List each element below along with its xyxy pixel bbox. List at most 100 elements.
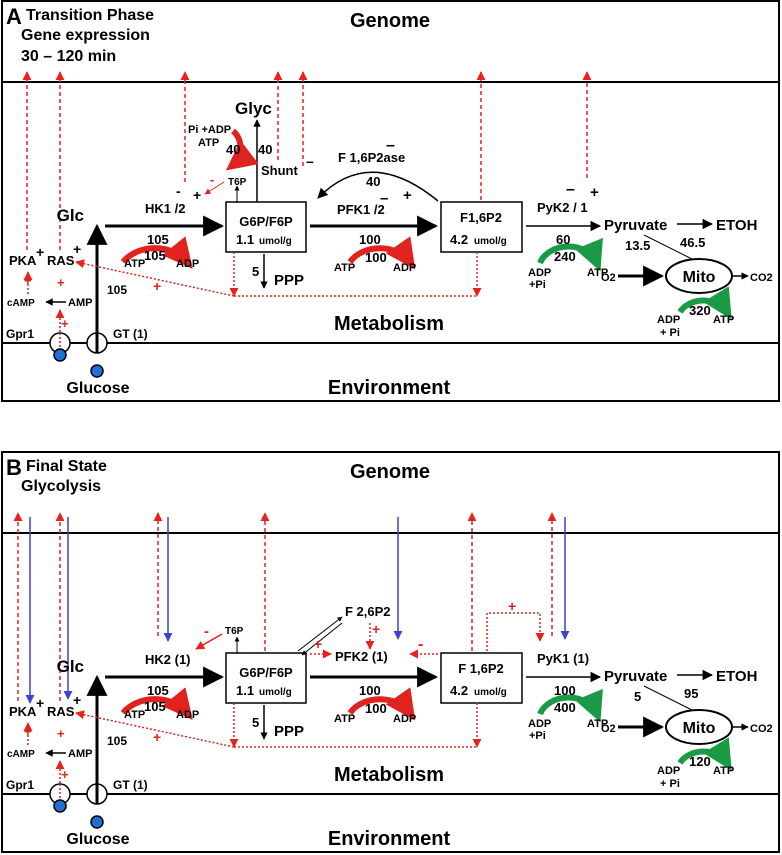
hk-flux-value: 105 [147,683,169,698]
ras-label: RAS [47,253,75,268]
hk-plus: + [193,187,201,203]
pfk-atp-value: 100 [365,250,387,265]
co2-label: CO2 [750,272,773,284]
environment-label: Environment [328,828,451,850]
panel-letter-b: B [6,455,22,480]
mito-adp-label: ADP [657,765,680,777]
hk-adp-label: ADP [176,709,199,721]
camp-label: cAMP [7,298,35,309]
pfk-label: PFK2 (1) [335,649,388,664]
f16-unit: umol/g [474,236,507,247]
glyc-atp-cycle [225,128,259,171]
panel-letter-a: A [6,4,22,29]
hk-label: HK1 /2 [145,201,185,216]
pka-label: PKA [9,253,37,268]
pyruvate-label: Pyruvate [604,668,667,685]
f16-pfk-red-minus: - [418,636,423,653]
g6p-unit: umol/g [259,236,292,247]
glucose-label: Glucose [66,831,129,848]
mito-flux-value: 5 [634,689,641,704]
fbpase-arrow [317,171,439,202]
genome-regulation-arrows [22,71,592,250]
g6p-conc-value: 1.1 [236,232,254,247]
glc-flux-value: 105 [107,734,127,748]
ras-red-plus: + [57,275,65,290]
pfk-adp-label: ADP [393,713,416,725]
pka-red-plus: + [24,273,32,288]
t6p-label: T6P [228,177,247,188]
camp-label: cAMP [7,749,35,760]
pyk-atp-label: ATP [587,718,608,730]
shunt-label: Shunt [261,163,298,178]
panel-b-heading-2: Glycolysis [21,478,101,495]
g6p-pfk-red-plus: + [314,636,322,652]
pyk-pi-label: +Pi [529,730,546,742]
genome-regulation-arrows [13,512,557,701]
f16-conc-value: 4.2 [450,683,468,698]
gt-label: GT (1) [113,778,148,792]
pyk-plus: + [590,184,599,201]
hk-atp-value: 105 [144,699,166,714]
gpr1-red-plus: + [61,767,69,782]
amp-label: AMP [68,748,92,760]
ppp-flux-value: 5 [252,715,259,730]
hk-flux-value: 105 [147,232,169,247]
etoh-flux-value: 95 [684,686,698,701]
t6p-inhibition [195,633,223,650]
t6p-minus: - [204,623,209,640]
pfk-minus: – [380,190,388,207]
panel-b: B Final State Glycolysis Genome Metaboli… [2,452,779,852]
pfk-atp-value: 100 [365,701,387,716]
mito-atp-value: 320 [689,303,711,318]
pyk-adp-label: ADP [528,267,551,279]
pka-plus: + [36,695,44,711]
mito-label: Mito [683,720,716,737]
pka-label: PKA [9,704,37,719]
pyruvate-label: Pyruvate [604,217,667,234]
glyc-cycle-value: 40 [226,142,240,157]
pka-red-plus: + [24,724,32,739]
f26-label: F 2,6P2 [345,604,391,619]
panel-a-heading-1: Transition Phase [26,7,154,24]
t6p-inhibition [204,181,225,195]
pyk-flux-value: 100 [554,683,576,698]
mito-pi-label: + Pi [660,327,680,339]
genome-label: Genome [350,10,430,32]
pyk-adp-label: ADP [528,718,551,730]
panel-a: A Transition Phase Gene expression 30 – … [2,1,779,401]
pfk-atp-label: ATP [334,713,355,725]
f16-box-label: F1,6P2 [460,210,502,225]
ppp-label: PPP [274,723,304,740]
metabolism-red-plus: + [153,729,161,745]
t6p-label: T6P [225,626,244,637]
pyk-pi-label: +Pi [529,279,546,291]
glyc-label: Glyc [235,99,272,118]
hk-atp-label: ATP [124,709,145,721]
mito-flux-value: 13.5 [625,238,650,253]
gpr1-label: Gpr1 [6,778,34,792]
pyk-atp-value: 240 [554,249,576,264]
o2-label: O2 [601,272,616,284]
f26-reverse-arrow [301,622,343,656]
g6p-conc-value: 1.1 [236,683,254,698]
fbpase-label: F 1,6P2ase [338,150,405,165]
amp-label: AMP [68,297,92,309]
g6p-unit: umol/g [259,687,292,698]
pfk-adp-label: ADP [393,262,416,274]
ras-label: RAS [47,704,75,719]
pyk-label: PyK2 / 1 [537,200,588,215]
mito-adp-label: ADP [657,314,680,326]
g6p-box-label: G6P/F6P [239,214,293,229]
genome-label: Genome [350,461,430,483]
pyk-atp-label: ATP [587,267,608,279]
glc-label: Glc [57,206,84,225]
gpr1-red-plus: + [61,316,69,331]
gt-label: GT (1) [113,327,148,341]
pfk-label: PFK1 /2 [337,202,385,217]
ppp-label: PPP [274,272,304,289]
etoh-label: ETOH [716,668,757,685]
panel-b-heading-1: Final State [26,458,107,475]
pfk-flux-value: 100 [359,232,381,247]
ras-plus: + [73,241,81,257]
